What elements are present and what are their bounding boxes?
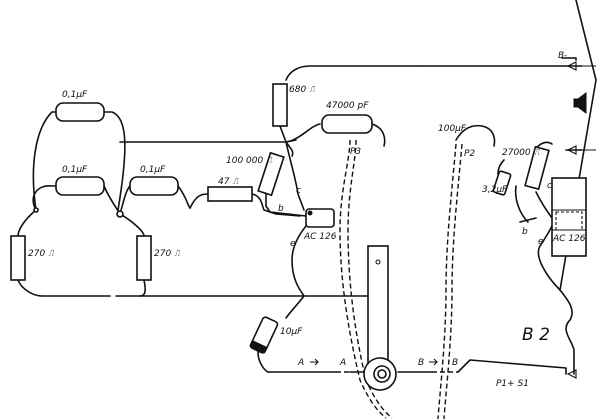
label-transistor-1: AC 126: [303, 232, 337, 242]
label-r-27000: 27000 ⎍: [502, 148, 540, 158]
pin-c2: c: [547, 181, 552, 191]
label-p1-s1: P1+ S1: [496, 379, 529, 389]
capacitor-3-2uf: [492, 170, 512, 196]
resistor-680: [272, 83, 288, 127]
label-r-680: 680 ⎍: [289, 85, 316, 95]
label-transistor-2: AC 126: [552, 234, 586, 244]
speaker-icon: [573, 92, 587, 114]
slide-potentiometer: [363, 245, 397, 391]
pin-b2: b: [522, 227, 528, 237]
resistor-27000: [524, 145, 550, 191]
label-a-right: A: [339, 358, 346, 368]
resistor-100k: [257, 151, 285, 197]
pin-c1: c: [296, 186, 301, 196]
label-r-47: 47 ⎍: [218, 177, 239, 187]
pin-e2: e: [538, 237, 544, 247]
direction-arrows: [310, 358, 438, 366]
junction-dots: [33, 207, 124, 218]
label-c-47000: 47000 pF: [326, 101, 369, 111]
capacitor-47000pf: [321, 114, 373, 134]
label-a-left: A: [297, 358, 304, 368]
pin-e1: e: [290, 239, 296, 249]
resistor-270-right: [136, 235, 152, 281]
transistor-ac126-1: [305, 208, 335, 228]
label-c-3-2uf: 3,2µF: [482, 185, 508, 195]
wiring: [17, 0, 597, 375]
board-label: B 2: [522, 325, 550, 345]
label-p3: P3: [350, 147, 361, 157]
label-b-right: B: [452, 358, 458, 368]
label-r-270-right: 270 ⎍: [154, 249, 181, 259]
label-p2: P2: [464, 149, 475, 159]
capacitor-mid-right: [129, 176, 179, 196]
label-b-minus: B-: [558, 51, 567, 61]
transistor-ac126-2: [551, 177, 587, 257]
capacitor-top: [55, 102, 105, 122]
capacitor-mid-left: [55, 176, 105, 196]
dashed-slider-lines: [336, 139, 463, 419]
capacitor-10uf: [249, 316, 279, 354]
label-c-10uf: 10µF: [280, 327, 303, 337]
pin-b1: b: [278, 204, 284, 214]
resistor-47: [207, 186, 253, 202]
label-b-left: B: [418, 358, 424, 368]
label-c-mid-left: 0,1µF: [62, 165, 88, 175]
connector-arrows: [566, 61, 596, 379]
label-c-100uf: 100µF: [438, 124, 467, 134]
label-r-100k: 100 000 ⎍: [226, 156, 273, 166]
label-c-top: 0,1µF: [62, 90, 88, 100]
label-c-mid-right: 0,1µF: [140, 165, 166, 175]
resistor-270-left: [10, 235, 26, 281]
label-r-270-left: 270 ⎍: [28, 249, 55, 259]
